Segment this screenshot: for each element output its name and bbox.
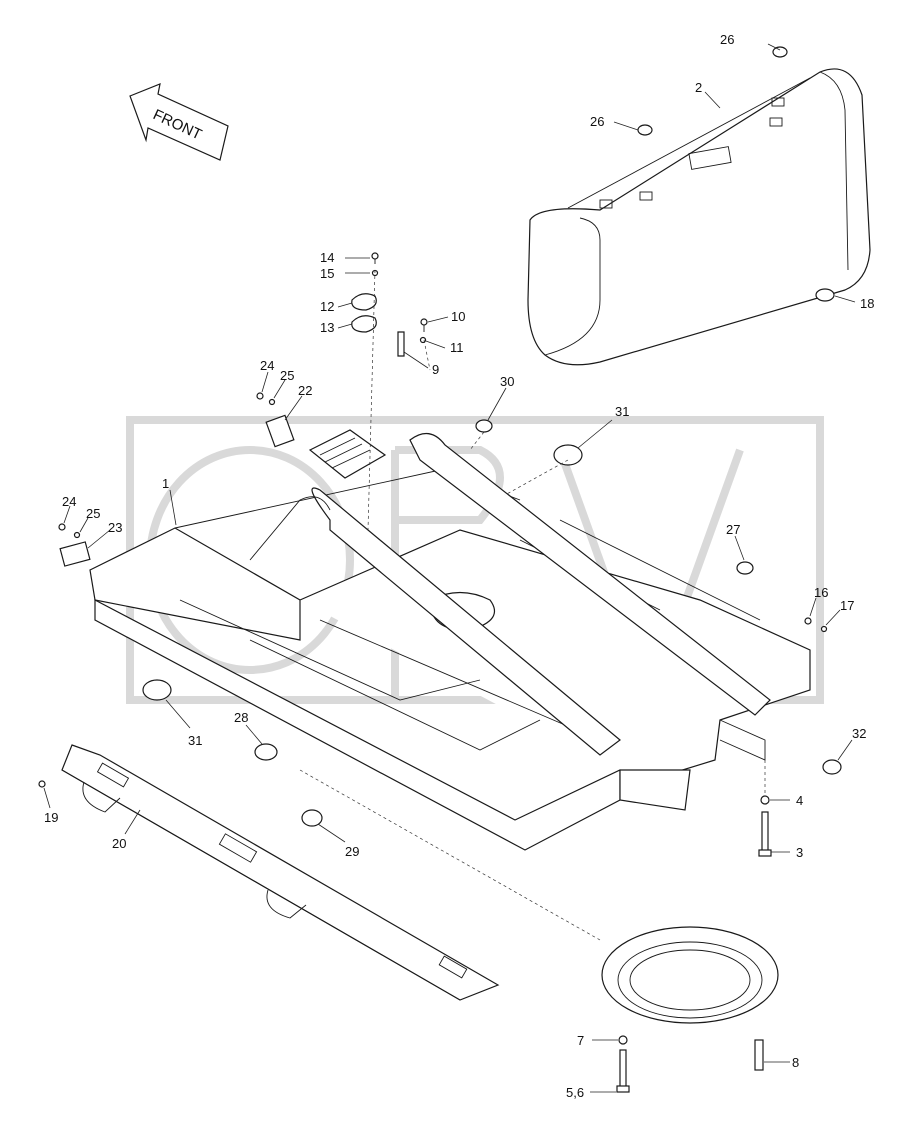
bolt-19 bbox=[38, 780, 46, 788]
callout-31-bottom: 31 bbox=[188, 733, 202, 748]
callout-5-6: 5,6 bbox=[566, 1085, 584, 1100]
callout-4: 4 bbox=[796, 793, 803, 808]
callout-22: 22 bbox=[298, 383, 312, 398]
bushing-28 bbox=[254, 743, 278, 761]
callout-26-side: 26 bbox=[590, 114, 604, 129]
callout-25-top: 25 bbox=[280, 368, 294, 383]
callout-28: 28 bbox=[234, 710, 248, 725]
callout-7: 7 bbox=[577, 1033, 584, 1048]
nut-26-top bbox=[772, 46, 788, 58]
nut-26-side bbox=[637, 124, 653, 136]
callout-8: 8 bbox=[792, 1055, 799, 1070]
swing-bearing bbox=[601, 926, 779, 1024]
callout-3: 3 bbox=[796, 845, 803, 860]
callout-10: 10 bbox=[451, 309, 465, 324]
callout-24-left: 24 bbox=[62, 494, 76, 509]
washer-4 bbox=[760, 795, 770, 805]
callout-17: 17 bbox=[840, 598, 854, 613]
callout-29: 29 bbox=[345, 844, 359, 859]
grommet-22 bbox=[265, 414, 295, 448]
step-plate bbox=[308, 429, 387, 479]
callout-31-top: 31 bbox=[615, 404, 629, 419]
callout-27: 27 bbox=[726, 522, 740, 537]
bolt-16 bbox=[804, 617, 812, 625]
side-cover bbox=[61, 744, 500, 1001]
bushing-29 bbox=[301, 809, 323, 827]
pin-8 bbox=[754, 1039, 764, 1071]
callout-20: 20 bbox=[112, 836, 126, 851]
callouts: 26 2 26 18 14 15 12 13 10 11 9 30 31 24 … bbox=[44, 32, 874, 1100]
bushing-30 bbox=[475, 419, 493, 433]
upper-frame bbox=[89, 433, 811, 851]
callout-2: 2 bbox=[695, 80, 702, 95]
callout-13: 13 bbox=[320, 320, 334, 335]
callout-25-left: 25 bbox=[86, 506, 100, 521]
washer-11 bbox=[419, 336, 427, 344]
washer-25-top bbox=[268, 398, 276, 406]
callout-24-top: 24 bbox=[260, 358, 274, 373]
washer-17 bbox=[820, 625, 828, 633]
bolt-14 bbox=[371, 252, 379, 264]
callout-30: 30 bbox=[500, 374, 514, 389]
washer-25-left bbox=[73, 531, 81, 539]
bushing-31-top bbox=[553, 444, 583, 466]
bushing-31-bottom bbox=[142, 679, 172, 701]
callout-1: 1 bbox=[162, 476, 169, 491]
grommet-23 bbox=[59, 541, 91, 567]
washer-7 bbox=[618, 1035, 628, 1045]
callout-14: 14 bbox=[320, 250, 334, 265]
bolt-3 bbox=[758, 811, 772, 857]
callout-12: 12 bbox=[320, 299, 334, 314]
nut-18 bbox=[815, 288, 835, 302]
bushing-27 bbox=[736, 561, 754, 575]
front-arrow-icon: FRONT bbox=[129, 83, 229, 161]
leader-lines bbox=[43, 43, 856, 1093]
alignment-lines bbox=[299, 269, 766, 941]
callout-11: 11 bbox=[450, 340, 464, 355]
callout-26-top: 26 bbox=[720, 32, 734, 47]
callout-32: 32 bbox=[852, 726, 866, 741]
callout-19: 19 bbox=[44, 810, 58, 825]
callout-15: 15 bbox=[320, 266, 334, 281]
callout-18: 18 bbox=[860, 296, 874, 311]
bolt-24-left bbox=[58, 523, 66, 531]
callout-23: 23 bbox=[108, 520, 122, 535]
counterweight bbox=[527, 68, 871, 366]
bolt-10 bbox=[420, 318, 428, 332]
bolt-5-6 bbox=[616, 1049, 630, 1093]
callout-9: 9 bbox=[432, 362, 439, 377]
bolt-24-top bbox=[256, 392, 264, 400]
gasket-13 bbox=[351, 315, 377, 333]
callout-16: 16 bbox=[814, 585, 828, 600]
plate-12 bbox=[351, 293, 377, 311]
seal-32 bbox=[822, 759, 842, 775]
bracket-9 bbox=[397, 331, 405, 357]
